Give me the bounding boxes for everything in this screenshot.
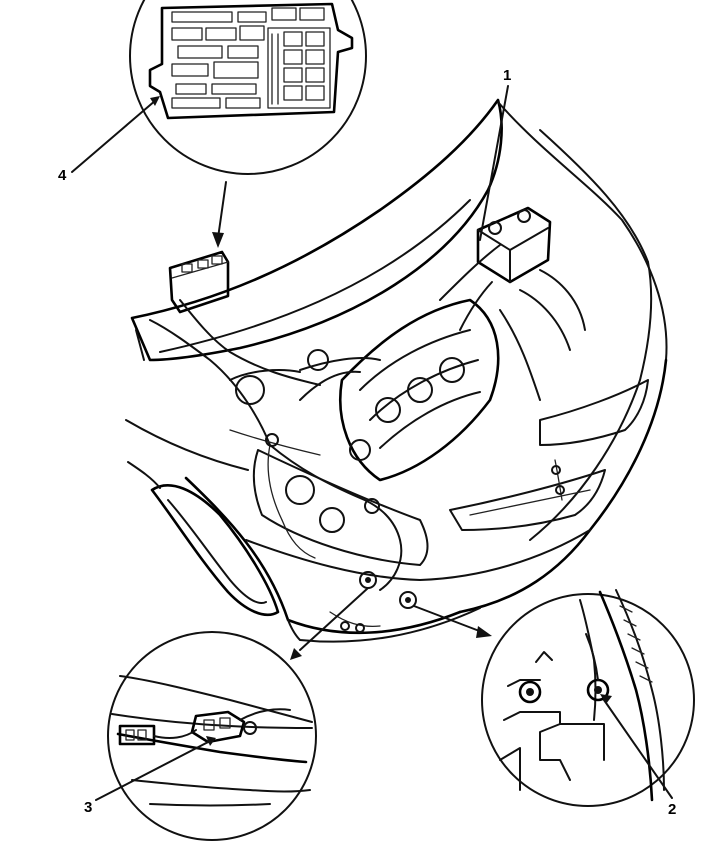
callout-2: 2 — [600, 694, 676, 818]
callout-4-label: 4 — [58, 167, 67, 184]
ground-point-right — [399, 591, 417, 609]
hood — [130, 98, 503, 362]
callout-3-label: 3 — [84, 799, 92, 816]
callout-2-label: 2 — [668, 801, 676, 818]
battery — [476, 206, 552, 284]
detail-4-pointer-arrow — [217, 181, 227, 239]
callout-1: 1 — [479, 67, 511, 241]
ground-bolt — [518, 680, 542, 704]
front-bumper — [184, 476, 462, 635]
front-left-wheel — [150, 484, 280, 617]
engine-wire-harness — [149, 319, 403, 591]
callout-3: 3 — [84, 736, 216, 816]
detail-view-fuse-box — [129, 0, 367, 248]
ground-terminal-lug — [585, 633, 610, 702]
fuse-box — [148, 2, 354, 120]
callout-4-leader — [71, 99, 157, 173]
detail-view-ground-right — [481, 589, 695, 807]
underhood-fuse-box — [168, 250, 230, 314]
callout-1-label: 1 — [503, 67, 511, 84]
detail-3-pointer-arrow — [299, 587, 369, 651]
vehicle-front-view — [125, 98, 668, 643]
callout-2-leader — [603, 699, 673, 799]
detail-2-pointer-arrow — [413, 605, 483, 633]
callout-1-leader — [479, 85, 509, 241]
detail-view-ground-left — [107, 631, 317, 841]
callout-4: 4 — [58, 96, 160, 184]
engine — [229, 298, 500, 482]
callout-3-leader — [95, 739, 213, 801]
